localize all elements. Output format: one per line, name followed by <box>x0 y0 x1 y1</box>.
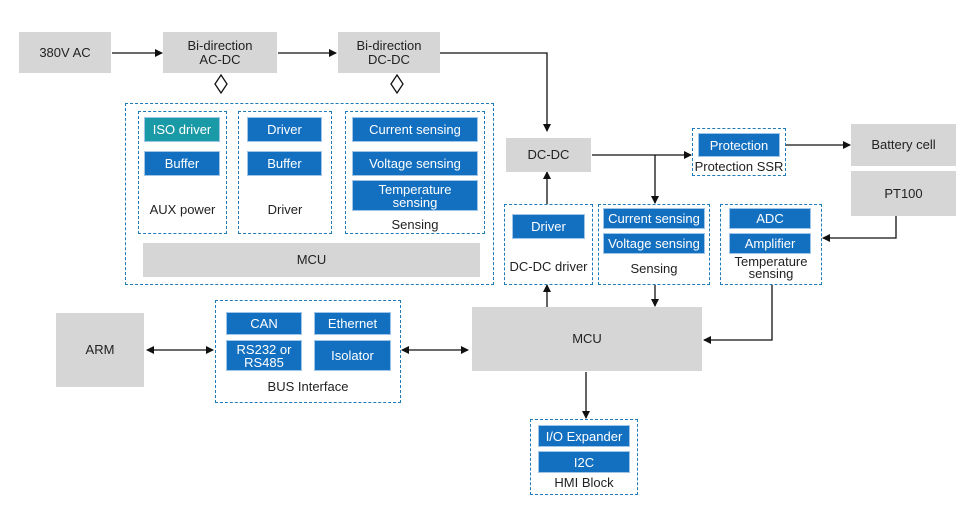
adc-block: ADC <box>729 208 811 229</box>
dcdc-bidirectional-block: Bi-direction DC-DC <box>338 32 440 73</box>
iso-driver-block: ISO driver <box>144 117 220 142</box>
bus-interface-label: BUS Interface <box>267 379 349 394</box>
hmi-block-group <box>530 419 638 495</box>
ethernet-block: Ethernet <box>314 312 391 335</box>
isolator-block: Isolator <box>314 340 391 371</box>
driver-group <box>238 111 332 234</box>
driver-buffer-block: Buffer <box>247 151 322 176</box>
temp-sensing-group <box>720 204 822 285</box>
sensing-label: Sensing <box>391 217 439 232</box>
bus-interface-group <box>215 300 401 403</box>
sensing2-voltage-block: Voltage sensing <box>603 233 705 254</box>
arrow-dcdc-bi-to-dcdc <box>440 52 551 132</box>
dcdc-driver-group <box>504 204 593 285</box>
temp-sensing-label: Temperature sensing <box>734 254 808 281</box>
temperature-sensing-block: Temperature sensing <box>352 180 478 211</box>
diamond-acdc <box>214 73 228 95</box>
aux-mcu-block: MCU <box>143 243 480 277</box>
ac-input-block: 380V AC <box>19 32 111 73</box>
sensing-group <box>345 111 485 234</box>
driver-block: Driver <box>247 117 322 142</box>
driver-label: Driver <box>267 202 303 217</box>
pt100-block: PT100 <box>851 171 956 216</box>
sensing2-current-block: Current sensing <box>603 208 705 229</box>
amplifier-block: Amplifier <box>729 233 811 254</box>
protection-ssr-label: Protection SSR <box>694 159 784 174</box>
arm-block: ARM <box>56 313 144 387</box>
rs232-rs485-block: RS232 or RS485 <box>226 340 302 371</box>
sensing2-group <box>598 204 710 285</box>
aux-control-group <box>125 103 494 285</box>
can-block: CAN <box>226 312 302 335</box>
arrow-temp-to-mcu <box>703 285 773 344</box>
main-mcu-block: MCU <box>472 307 702 371</box>
protection-block: Protection <box>698 133 780 157</box>
aux-power-group <box>138 111 227 234</box>
dcdc-block: DC-DC <box>506 138 591 172</box>
acdc-block: Bi-direction AC-DC <box>163 32 277 73</box>
aux-power-label: AUX power <box>149 202 216 217</box>
voltage-sensing-block: Voltage sensing <box>352 151 478 176</box>
dcdc-driver-label: DC-DC driver <box>509 259 588 274</box>
sensing2-label: Sensing <box>630 261 678 276</box>
hmi-block-label: HMI Block <box>554 475 614 490</box>
aux-buffer-block: Buffer <box>144 151 220 176</box>
i2c-block: I2C <box>538 451 630 473</box>
dcdc-driver-block: Driver <box>512 214 585 239</box>
io-expander-block: I/O Expander <box>538 425 630 447</box>
current-sensing-block: Current sensing <box>352 117 478 142</box>
protection-ssr-group <box>692 128 786 176</box>
arrow-pt100-to-temp <box>822 216 897 242</box>
battery-cell-block: Battery cell <box>851 124 956 166</box>
diamond-dcdc <box>390 73 404 95</box>
